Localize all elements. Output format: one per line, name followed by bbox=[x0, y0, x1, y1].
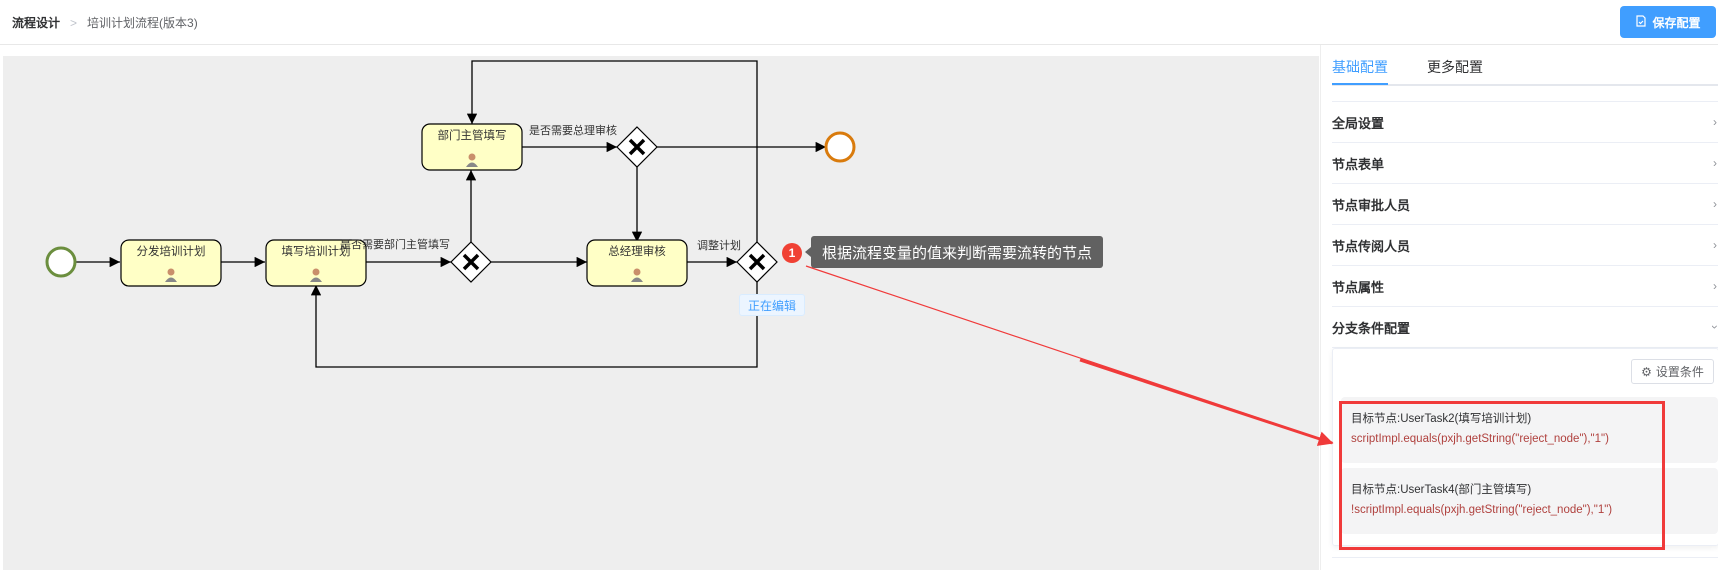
condition-row[interactable]: 目标节点:UserTask2(填写培训计划) scriptImpl.equals… bbox=[1341, 397, 1718, 463]
config-tabs: 基础配置 更多配置 bbox=[1332, 45, 1718, 86]
task-fill-label: 填写培训计划 bbox=[282, 244, 351, 258]
gateway-2[interactable] bbox=[616, 126, 658, 168]
gear-icon: ⚙ bbox=[1641, 364, 1652, 379]
config-sections: 全局设置 › 节点表单 › 节点审批人员 › 节点传阅人员 › 节点属性 › 分支条件配置… bbox=[1332, 101, 1718, 558]
task-distribute-label: 分发培训计划 bbox=[137, 244, 206, 258]
task-fill[interactable]: 填写培训计划 bbox=[265, 239, 367, 287]
set-condition-button[interactable]: ⚙ 设置条件 bbox=[1631, 359, 1714, 384]
condition-target: 目标节点:UserTask4(部门主管填写) bbox=[1351, 484, 1532, 496]
save-config-label: 保存配置 bbox=[1652, 15, 1701, 30]
end-event[interactable] bbox=[824, 131, 856, 163]
section-node-form[interactable]: 节点表单 › bbox=[1332, 143, 1718, 184]
condition-target: 目标节点:UserTask2(填写培训计划) bbox=[1351, 413, 1532, 425]
condition-expression: scriptImpl.equals(pxjh.getString("reject… bbox=[1351, 433, 1609, 445]
section-label: 节点属性 bbox=[1332, 279, 1385, 295]
chevron-right-icon: › bbox=[1713, 115, 1717, 129]
section-branch-conditions[interactable]: 分支条件配置 › bbox=[1332, 307, 1718, 348]
condition-row[interactable]: 目标节点:UserTask4(部门主管填写) !scriptImpl.equal… bbox=[1341, 468, 1718, 534]
user-icon bbox=[165, 268, 177, 282]
section-node-approvers[interactable]: 节点审批人员 › bbox=[1332, 184, 1718, 225]
tab-more-config[interactable]: 更多配置 bbox=[1427, 59, 1483, 75]
flow-gateway3-to-dept[interactable] bbox=[466, 60, 758, 242]
start-event[interactable] bbox=[45, 246, 77, 278]
breadcrumb: 流程设计 > 培训计划流程(版本3) bbox=[12, 14, 198, 31]
flow-label-adjust: 调整计划 bbox=[697, 238, 741, 252]
section-node-properties[interactable]: 节点属性 › bbox=[1332, 266, 1718, 307]
chevron-right-icon: › bbox=[1713, 238, 1717, 252]
section-global-settings[interactable]: 全局设置 › bbox=[1332, 102, 1718, 143]
tab-basic-config[interactable]: 基础配置 bbox=[1332, 59, 1388, 75]
annotation-badge: 1 bbox=[782, 243, 802, 263]
gateway-1[interactable] bbox=[450, 241, 492, 283]
user-icon bbox=[466, 153, 478, 167]
task-dept-label: 部门主管填写 bbox=[438, 128, 507, 142]
user-icon bbox=[310, 268, 322, 282]
chevron-right-icon: › bbox=[1713, 279, 1717, 293]
tab-active-indicator bbox=[1332, 83, 1388, 85]
section-label: 全局设置 bbox=[1332, 115, 1385, 131]
chevron-right-icon: › bbox=[1713, 156, 1717, 170]
task-dept[interactable]: 部门主管填写 bbox=[421, 123, 523, 171]
document-check-icon bbox=[1635, 14, 1647, 30]
set-condition-label: 设置条件 bbox=[1655, 365, 1704, 379]
process-canvas[interactable]: 分发培训计划 填写培训计划 部门主管填写 总经理审核 bbox=[3, 56, 1319, 570]
flow-label-need-gm: 是否需要总理审核 bbox=[529, 123, 617, 137]
bpmn-diagram: 分发培训计划 填写培训计划 部门主管填写 总经理审核 bbox=[45, 60, 856, 368]
section-label: 节点表单 bbox=[1332, 156, 1385, 172]
section-label: 节点传阅人员 bbox=[1332, 238, 1411, 254]
branch-conditions-body: ⚙ 设置条件 目标节点:UserTask2(填写培训计划) scriptImpl… bbox=[1332, 348, 1718, 558]
chevron-down-icon: › bbox=[1708, 325, 1718, 329]
annotation-tooltip: 根据流程变量的值来判断需要流转的节点 bbox=[804, 236, 1104, 268]
conditions-card: ⚙ 设置条件 目标节点:UserTask2(填写培训计划) scriptImpl… bbox=[1332, 348, 1718, 546]
section-label: 分支条件配置 bbox=[1332, 320, 1411, 336]
breadcrumb-separator: > bbox=[70, 15, 78, 30]
breadcrumb-current: 培训计划流程(版本3) bbox=[87, 16, 198, 30]
section-node-cc[interactable]: 节点传阅人员 › bbox=[1332, 225, 1718, 266]
breadcrumb-root[interactable]: 流程设计 bbox=[12, 16, 61, 30]
gateway-3[interactable] bbox=[736, 241, 778, 283]
editing-status-tag: 正在编辑 bbox=[739, 294, 805, 316]
chevron-right-icon: › bbox=[1713, 197, 1717, 211]
condition-expression: !scriptImpl.equals(pxjh.getString("rejec… bbox=[1351, 504, 1613, 516]
flow-label-need-dept: 是否需要部门主管填写 bbox=[340, 237, 450, 251]
section-label: 节点审批人员 bbox=[1332, 197, 1411, 213]
task-gm-label: 总经理审核 bbox=[608, 244, 666, 258]
flow-gateway3-to-fill[interactable] bbox=[310, 282, 758, 368]
task-gm[interactable]: 总经理审核 bbox=[586, 239, 688, 287]
task-distribute[interactable]: 分发培训计划 bbox=[120, 239, 222, 287]
save-config-button[interactable]: 保存配置 bbox=[1620, 6, 1716, 38]
config-panel: 基础配置 更多配置 全局设置 › 节点表单 › 节点审批人员 › 节点传阅人员 › 节点… bbox=[1320, 45, 1718, 570]
top-header: 流程设计 > 培训计划流程(版本3) 保存配置 bbox=[0, 0, 1718, 45]
user-icon bbox=[631, 268, 643, 282]
